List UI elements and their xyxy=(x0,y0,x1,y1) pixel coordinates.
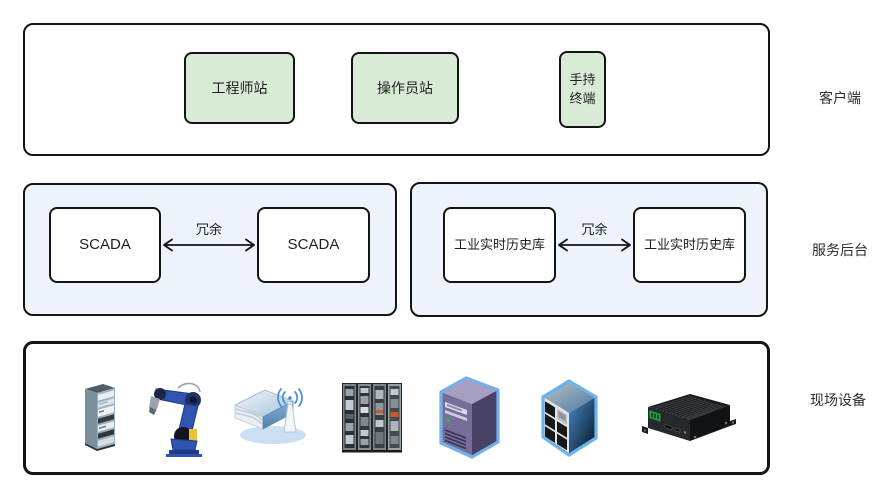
handheld-terminal-label: 手持终端 xyxy=(569,71,596,106)
scada-node-right: SCADA xyxy=(257,207,370,283)
scada-right-label: SCADA xyxy=(287,236,340,254)
control-cabinet-icon xyxy=(341,380,403,454)
robot-arm-icon xyxy=(148,379,206,457)
engineer-station-node: 工程师站 xyxy=(184,52,295,124)
backend-layer-label: 服务后台 xyxy=(812,242,868,258)
historian-right-label: 工业实时历史库 xyxy=(643,236,735,252)
operator-station-label: 操作员站 xyxy=(377,79,433,96)
scada-redundancy-link: 冗余 xyxy=(161,221,257,252)
client-layer-box: 工程师站 操作员站 手持终端 xyxy=(23,23,770,156)
double-arrow-icon xyxy=(558,238,631,252)
field-layer-box xyxy=(23,341,770,475)
server-rack-icon xyxy=(84,382,116,451)
storage-cube-icon xyxy=(536,374,603,459)
scada-group-box: SCADA SCADA 冗余 xyxy=(23,183,397,316)
historian-redundancy-label: 冗余 xyxy=(581,222,608,237)
client-layer-label: 客户端 xyxy=(819,90,861,106)
double-arrow-icon xyxy=(163,238,255,252)
server-tower-icon xyxy=(436,373,503,460)
handheld-terminal-node: 手持终端 xyxy=(559,51,606,128)
historian-node-right: 工业实时历史库 xyxy=(633,207,746,283)
historian-left-label: 工业实时历史库 xyxy=(453,236,545,252)
scada-redundancy-label: 冗余 xyxy=(195,222,222,237)
scada-node-left: SCADA xyxy=(49,207,161,283)
historian-group-box: 工业实时历史库 工业实时历史库 冗余 xyxy=(410,182,768,317)
historian-redundancy-link: 冗余 xyxy=(556,221,633,252)
scada-left-label: SCADA xyxy=(79,236,131,254)
wireless-gateway-icon xyxy=(229,380,309,446)
engineer-station-label: 工程师站 xyxy=(211,79,268,96)
historian-node-left: 工业实时历史库 xyxy=(443,207,556,283)
field-layer-label: 现场设备 xyxy=(810,392,866,408)
operator-station-node: 操作员站 xyxy=(351,52,459,124)
embedded-industrial-pc-icon xyxy=(638,388,738,451)
